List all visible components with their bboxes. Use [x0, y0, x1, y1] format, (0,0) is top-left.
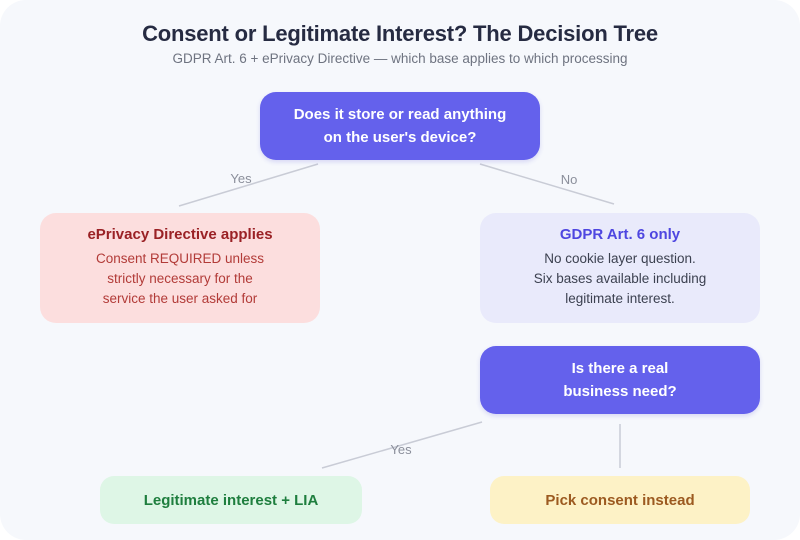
gdpr-title: GDPR Art. 6 only [559, 226, 681, 243]
eprivacy-body: Consent REQUIRED unless strictly necessa… [95, 251, 265, 306]
outcome-legitimate-interest: Legitimate interest + LIA [100, 476, 362, 524]
edge-label-no-root: No [560, 172, 578, 187]
outcome-pick-consent: Pick consent instead [490, 476, 750, 524]
result-box-eprivacy: ePrivacy Directive applies Consent REQUI… [40, 213, 320, 323]
page-subtitle: GDPR Art. 6 + ePrivacy Directive — which… [172, 51, 628, 66]
result-box-gdpr-art6: GDPR Art. 6 only No cookie layer questio… [480, 213, 760, 323]
page-title: Consent or Legitimate Interest? The Deci… [142, 21, 658, 46]
edge-label-yes-need: Yes [390, 442, 412, 457]
gdpr-body: No cookie layer question. Six bases avai… [533, 251, 707, 306]
question-node-device-storage: Does it store or read anything on the us… [260, 92, 540, 160]
question-node-business-need: Is there a real business need? [480, 346, 760, 414]
eprivacy-title: ePrivacy Directive applies [87, 226, 273, 243]
edge-label-yes-root: Yes [230, 171, 252, 186]
